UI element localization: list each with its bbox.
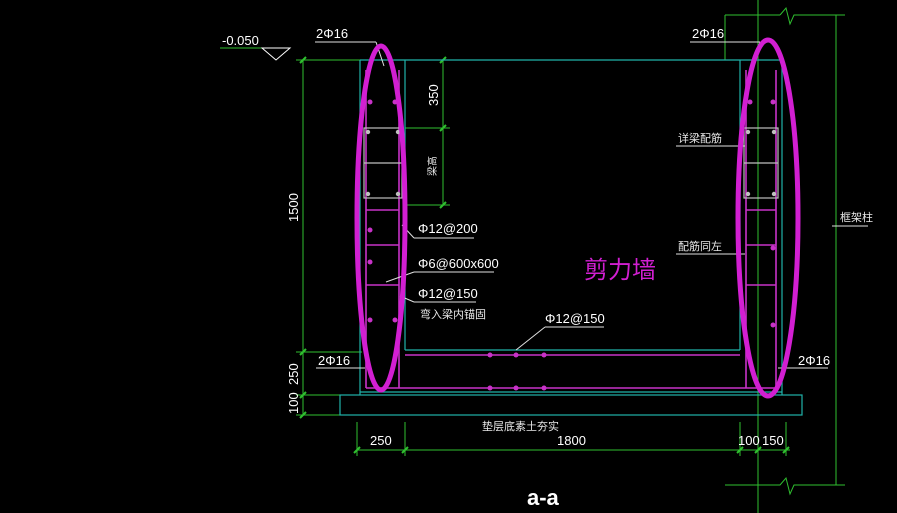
beam-bar-dots [365, 129, 777, 197]
structure-outline [339, 59, 803, 416]
shear-wall-label: 剪力墙 [584, 257, 656, 284]
bottom-left-bar-label: 2Φ16 [318, 353, 350, 368]
same-as-left-label: 配筋同左 [678, 239, 722, 253]
dim-100-label: 100 [286, 392, 301, 414]
rebar-150-center-label: Φ12@150 [545, 311, 605, 326]
top-right-bar-label: 2Φ16 [692, 26, 724, 41]
top-left-bar-label: 2Φ16 [316, 26, 348, 41]
dim-1500-label: 1500 [286, 193, 301, 222]
beam-detail-label: 详梁配筋 [678, 131, 722, 145]
rebar-600-label: Φ6@600x600 [418, 256, 499, 271]
dim-bottom-100-label: 100 [738, 433, 760, 448]
left-wall-highlight-ellipse [354, 43, 408, 393]
cushion-note-label: 垫层底素土夯实 [482, 419, 559, 433]
dimension-ticks [299, 56, 790, 454]
frame-column-label: 框架柱 [840, 210, 873, 224]
elevation-label: -0.050 [222, 33, 259, 48]
rebar-dots [367, 99, 776, 391]
section-title: a-a [527, 485, 560, 510]
dim-250-label: 250 [286, 363, 301, 385]
dim-bottom-1800-label: 1800 [557, 433, 586, 448]
dim-bottom-250-label: 250 [370, 433, 392, 448]
anchor-note-label: 弯入梁内锚固 [420, 307, 486, 321]
bottom-right-bar-label: 2Φ16 [798, 353, 830, 368]
dim-350-label: 350 [426, 84, 441, 106]
beam-height-label: 梁高 [426, 156, 439, 176]
dim-bottom-150-label: 150 [762, 433, 784, 448]
right-wall-highlight-ellipse [735, 37, 801, 399]
rebar-200-label: Φ12@200 [418, 221, 478, 236]
rebar-150-left-label: Φ12@150 [418, 286, 478, 301]
